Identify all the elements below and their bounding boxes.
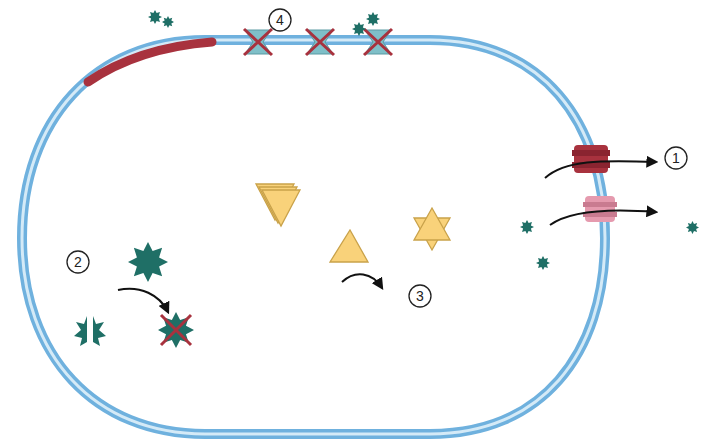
- callout-number: 4: [270, 10, 290, 30]
- efflux-pumps: [545, 145, 656, 225]
- cell-membrane: [22, 40, 605, 434]
- callout-number: 3: [410, 286, 430, 306]
- ribosomes: [256, 184, 450, 262]
- callout-number: 1: [666, 148, 686, 168]
- callout-number: 2: [68, 252, 88, 272]
- porins: [244, 29, 392, 55]
